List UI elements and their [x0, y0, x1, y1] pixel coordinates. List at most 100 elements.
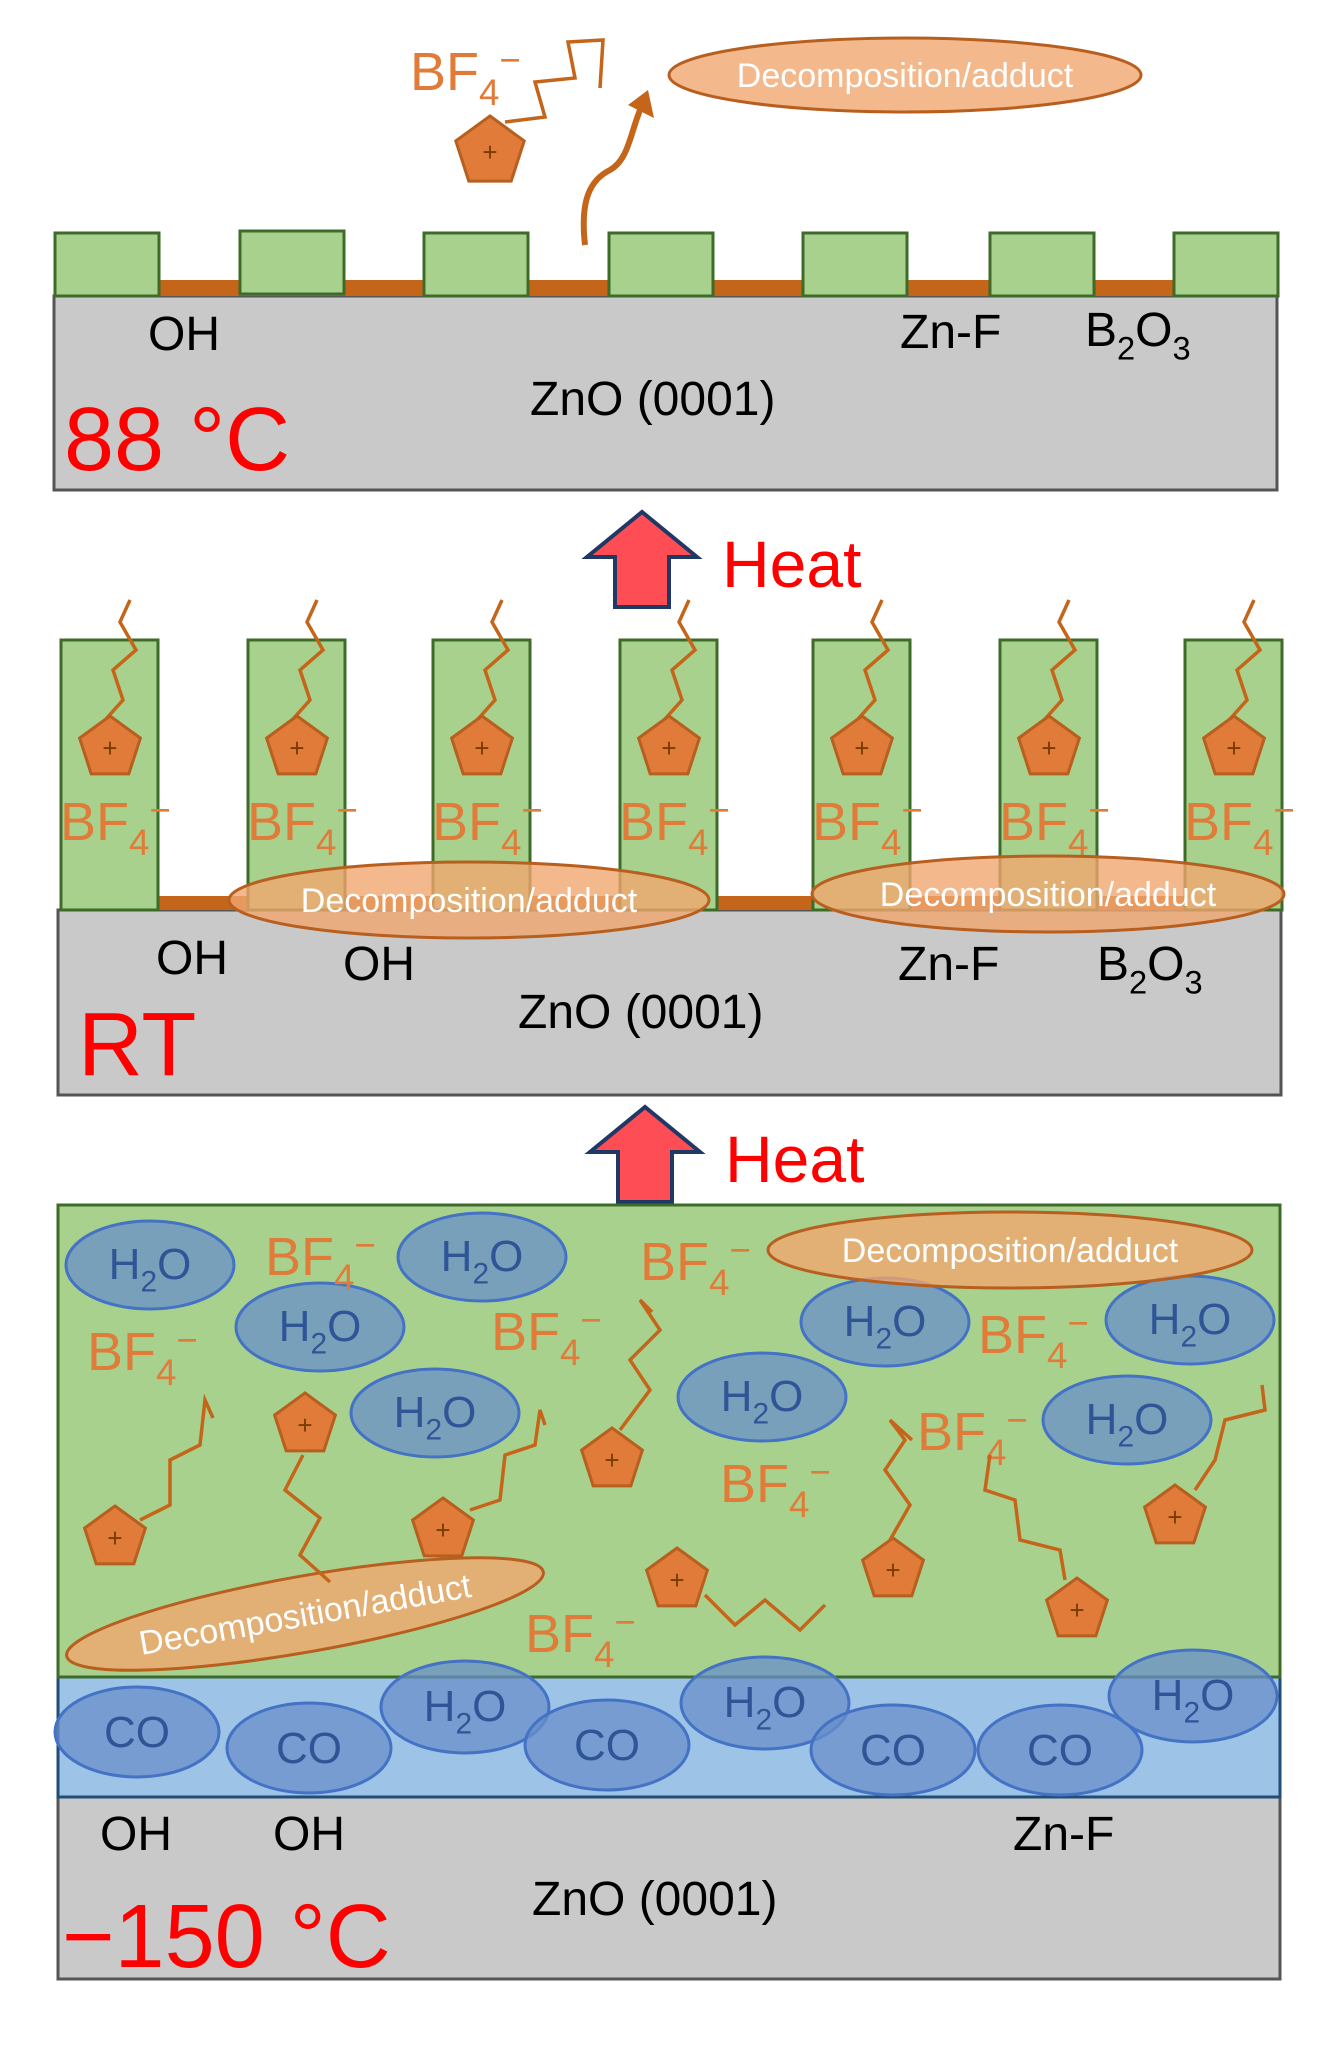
formula-part: H — [1149, 1295, 1181, 1344]
decomposition-ellipse — [65, 1556, 545, 1672]
alkyl-chain — [1035, 599, 1078, 730]
formula-part: BF — [619, 792, 688, 852]
cation-pentagon — [1016, 714, 1082, 776]
cation-plus: + — [604, 1445, 619, 1475]
temperature-label: RT — [78, 995, 196, 1095]
decomposition-adduct: Decomposition/adduct — [766, 1210, 1254, 1290]
alkyl-chain — [882, 1418, 914, 1541]
ionic-liquid-pillar: + BF4− — [618, 599, 730, 912]
cation-plus: + — [102, 733, 117, 763]
formula-part: 4 — [1047, 1335, 1067, 1376]
formula-part: − — [176, 1320, 197, 1361]
cation-plus: + — [885, 1555, 900, 1585]
formula-part: H — [441, 1232, 473, 1281]
water-molecule: H2O — [1107, 1648, 1279, 1744]
water-ellipse — [676, 1351, 848, 1443]
water-label: H2O — [441, 1232, 524, 1290]
co-label: CO — [276, 1724, 342, 1773]
formula-part: H — [394, 1388, 426, 1437]
panel-rt: +BF4−+BF4−+BF4−+BF4−+BF4−+BF4−+BF4−Decom… — [56, 599, 1295, 1097]
formula-part: 2 — [425, 1413, 442, 1446]
ionic-liquid-island — [801, 231, 909, 298]
cation-pentagon — [82, 1504, 148, 1566]
water-label: H2O — [394, 1388, 477, 1446]
cation-pentagon — [636, 714, 702, 776]
formula-part: − — [149, 790, 170, 831]
formula-part: 3 — [1185, 963, 1203, 1000]
co-ellipse — [976, 1703, 1144, 1797]
water-ellipse — [64, 1219, 236, 1311]
water-molecule: H2O — [349, 1367, 521, 1459]
alkyl-chain — [983, 1454, 1067, 1581]
water-label: H2O — [424, 1682, 507, 1740]
formula-part: 4 — [156, 1352, 176, 1393]
cation-pentagon — [1201, 714, 1267, 776]
water-ellipse — [1041, 1374, 1213, 1466]
formula-part: O — [489, 1232, 523, 1281]
formula-part: O — [327, 1302, 361, 1351]
alkyl-chain — [282, 1454, 332, 1584]
substrate-zno — [56, 908, 1283, 1097]
formula-part: O — [892, 1297, 926, 1346]
znf-label: Zn-F — [898, 938, 999, 991]
water-label: H2O — [1086, 1395, 1169, 1453]
formula-part: 2 — [875, 1322, 892, 1355]
formula-part: BF — [999, 792, 1068, 852]
formula-part: BF — [812, 792, 881, 852]
formula-part: 2 — [140, 1265, 157, 1298]
cation-plus: + — [297, 1410, 312, 1440]
bf4-anion-label: BF4− — [812, 790, 923, 863]
water-molecule: H2O — [379, 1659, 551, 1755]
formula-part: 2 — [755, 1703, 772, 1736]
formula-part: H — [109, 1240, 141, 1289]
cation-ring: + — [636, 714, 702, 776]
water-label: H2O — [1149, 1295, 1232, 1353]
formula-part: − — [1067, 1303, 1088, 1344]
substrate-label: ZnO (0001) — [518, 986, 763, 1039]
formula-part: O — [1147, 938, 1184, 991]
oh-label: OH — [343, 938, 415, 991]
bf4-anion-label: BF4− — [640, 1230, 751, 1303]
water-molecule: H2O — [1104, 1274, 1276, 1366]
water-label: H2O — [844, 1297, 927, 1355]
formula-part: − — [708, 790, 729, 831]
formula-part: 4 — [881, 822, 901, 863]
temperature-label: −150 °C — [62, 1887, 391, 1987]
formula-part: BF — [87, 1322, 156, 1382]
formula-part: 2 — [1129, 963, 1147, 1000]
formula-part: 4 — [789, 1484, 809, 1525]
formula-part: B — [1085, 304, 1117, 357]
decomposition-ellipse — [766, 1210, 1254, 1290]
formula-part: 4 — [986, 1432, 1006, 1473]
alkyl-chain — [618, 1298, 663, 1432]
temperature-label: 88 °C — [64, 390, 290, 490]
cation-ring: + — [829, 714, 895, 776]
co-molecule: CO — [225, 1701, 393, 1795]
b2o3-label: B2O3 — [1097, 938, 1203, 1000]
formula-part: 4 — [316, 822, 336, 863]
water-label: H2O — [109, 1240, 192, 1298]
ionic-liquid-island — [1172, 231, 1280, 298]
co-label: CO — [860, 1726, 926, 1775]
formula-part: 2 — [1183, 1696, 1200, 1729]
co-molecule: CO — [809, 1703, 977, 1797]
znf-label: Zn-F — [900, 306, 1001, 359]
alkyl-chain — [1193, 1384, 1267, 1491]
water-label: H2O — [724, 1678, 807, 1736]
decomposition-label: Decomposition/adduct — [301, 882, 638, 920]
formula-part: 4 — [688, 822, 708, 863]
cation-pentagon — [454, 114, 526, 183]
water-ellipse — [396, 1211, 568, 1303]
formula-part: O — [157, 1240, 191, 1289]
formula-part: − — [521, 790, 542, 831]
water-molecule: H2O — [799, 1276, 971, 1368]
formula-part: O — [1200, 1671, 1234, 1720]
substrate-zno — [56, 1795, 1282, 1981]
cation-plus: + — [107, 1523, 122, 1553]
water-label: H2O — [1152, 1671, 1235, 1729]
formula-part: H — [1086, 1395, 1118, 1444]
bf4-anion-label: BF4− — [999, 790, 1110, 863]
alkyl-chain — [848, 599, 891, 730]
formula-part: 4 — [334, 1257, 354, 1298]
formula-part: O — [1135, 304, 1172, 357]
